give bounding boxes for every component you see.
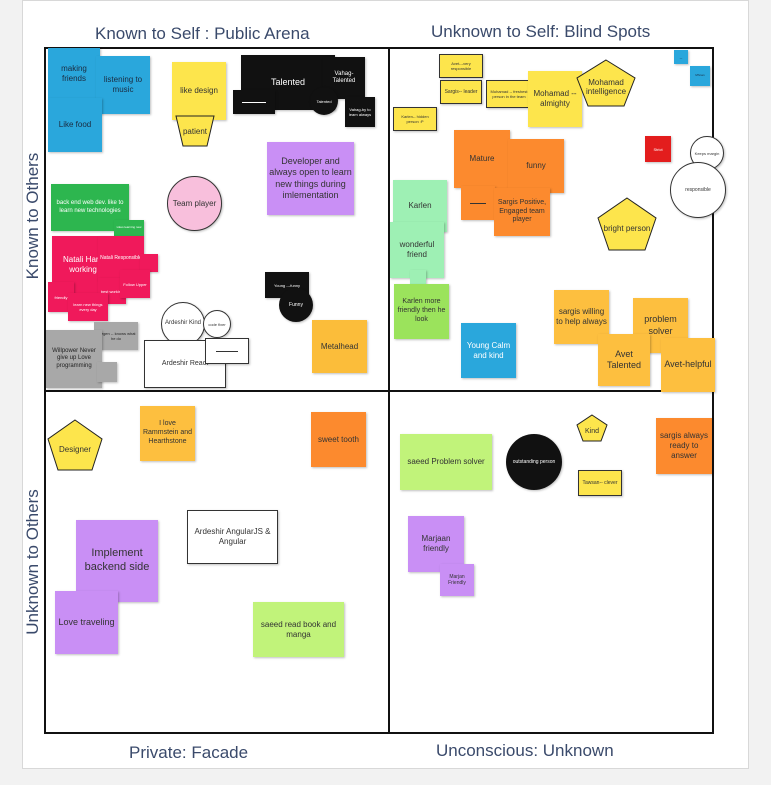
sticky-marjan-friendly-small[interactable]: Marjan Friendly (440, 564, 474, 596)
sticky-mint-small[interactable] (410, 270, 426, 284)
sticky-sargis-ready[interactable]: sargis always ready to answer (656, 418, 712, 474)
sticky-willpower[interactable]: Willpower Never give up Love programming (46, 330, 102, 388)
designer-label: Designer (58, 444, 91, 454)
sticky-sargis-willing[interactable]: sargis willing to help always (554, 290, 609, 344)
sticky-like-food[interactable]: Like food (48, 98, 102, 152)
circle-outstanding[interactable]: outstanding person (506, 434, 562, 490)
title-facade: Private: Facade (129, 743, 249, 762)
white-small-line (216, 350, 238, 352)
sticky-mohamad-almighty[interactable]: Mohamad -- almighty (528, 71, 582, 127)
sticky-ardeshir-react[interactable]: Ardeshir React (144, 340, 226, 388)
sticky-learning-small[interactable]: Likes learning new (114, 220, 144, 236)
title-public-arena: Known to Self : Public Arena (95, 24, 310, 43)
sticky-rammstein[interactable]: I love Rammstein and Hearthstone (140, 406, 195, 461)
pentagon-shape (576, 59, 636, 107)
sticky-black-small[interactable] (233, 90, 275, 114)
sticky-gray-small[interactable] (97, 362, 117, 382)
sticky-blue-tiny-1[interactable]: -- (674, 50, 688, 64)
circle-talented[interactable]: Talented (310, 87, 338, 115)
shape-designer[interactable]: Designer (46, 418, 104, 472)
sticky-avet-helpful[interactable]: Avet-helpful (661, 338, 715, 392)
sticky-mature[interactable]: Mature (454, 130, 510, 188)
sticky-red-small[interactable] (140, 254, 158, 272)
sticky-listening-music[interactable]: listening to music (96, 56, 150, 114)
pentagon-shape (597, 197, 657, 251)
orange-small-line (470, 202, 486, 204)
shape-patient[interactable]: patient (174, 114, 216, 148)
sticky-blue-tiny-2[interactable]: Mhnan (690, 66, 710, 86)
pentagon-shape (576, 414, 608, 442)
sticky-funny[interactable]: funny (508, 139, 564, 193)
trapezoid-shape (175, 115, 215, 147)
sticky-strict[interactable]: Strict (645, 136, 671, 162)
title-blind-spots: Unknown to Self: Blind Spots (431, 22, 651, 41)
mohamad-intelligence-label: Mohamad intelligence (585, 78, 627, 96)
sticky-metalhead[interactable]: Metalhead (312, 320, 367, 373)
label-unknown-to-others: Unknown to Others (23, 489, 42, 635)
sticky-white-small[interactable] (205, 338, 249, 364)
sticky-mohamad-freshest[interactable]: Muhamad -- freshest person in the team (486, 80, 532, 108)
sticky-sargis-leader[interactable]: Sargis-- leader (440, 80, 482, 104)
sticky-karlen-friendly[interactable]: Karlen more friendly then he look (394, 284, 449, 339)
title-unknown: Unconscious: Unknown (436, 741, 614, 760)
sticky-learn-new[interactable]: learn new things every day (68, 293, 108, 321)
sticky-smart-clever[interactable]: Tawsan-- clever (578, 470, 622, 496)
sticky-making-friends[interactable]: making friends (48, 48, 100, 100)
sticky-ardeshir-angular[interactable]: Ardeshir AngularJS & Angular (187, 510, 278, 564)
pentagon-shape (47, 419, 103, 471)
sticky-young-calm[interactable]: Young Calm and kind (461, 323, 516, 378)
shape-bright-person[interactable]: bright person (596, 196, 658, 252)
black-small-line (242, 101, 266, 103)
sticky-developer[interactable]: Developer and always open to learn new t… (267, 142, 354, 215)
sticky-implement-backend[interactable]: Implement backend side (76, 520, 158, 602)
shape-kind[interactable]: Kind (576, 414, 608, 442)
sticky-backend-web[interactable]: back end web dev. like to learn new tech… (51, 184, 129, 231)
patient-label: patient (182, 126, 208, 136)
sticky-orange-small[interactable] (461, 186, 495, 220)
circle-code-fixer[interactable]: code fixer (203, 310, 231, 338)
sticky-follow-upper[interactable]: Follow Upper (120, 270, 150, 298)
bright-person-label: bright person (603, 223, 651, 233)
sticky-avet-talented[interactable]: Avet Talented (598, 334, 650, 386)
sticky-karlen-hidden[interactable]: Karlen-- hidden person :P (393, 107, 437, 131)
grid-horizontal-divider (44, 390, 714, 392)
circle-ardeshir-kind[interactable]: Ardeshir Kind (161, 302, 205, 346)
circle-responsible[interactable]: responsible (670, 162, 726, 218)
circle-funny[interactable]: Funny (279, 288, 313, 322)
sticky-marjaan-friendly[interactable]: Marjaan friendly (408, 516, 464, 572)
kind-label: Kind (584, 427, 599, 435)
sticky-saeed-read[interactable]: saeed read book and manga (253, 602, 344, 657)
sticky-like-design[interactable]: like design (172, 62, 226, 120)
sticky-sargis-positive[interactable]: Sargis Positive, Engaged team player (494, 188, 550, 236)
circle-team-player[interactable]: Team player (167, 176, 222, 231)
sticky-vahag-always[interactable]: Vahag-by to learn always (345, 97, 375, 127)
sticky-avet-responsible[interactable]: Avet---very responsible (439, 54, 483, 78)
label-known-to-others: Known to Others (23, 152, 42, 280)
sticky-saeed-problem[interactable]: saeed Problem solver (400, 434, 492, 490)
sticky-love-traveling[interactable]: Love traveling (55, 591, 118, 654)
shape-mohamad-intelligence[interactable]: Mohamad intelligence (575, 58, 637, 108)
sticky-sweet-tooth[interactable]: sweet tooth (311, 412, 366, 467)
sticky-wonderful-friend[interactable]: wonderful friend (390, 222, 444, 278)
